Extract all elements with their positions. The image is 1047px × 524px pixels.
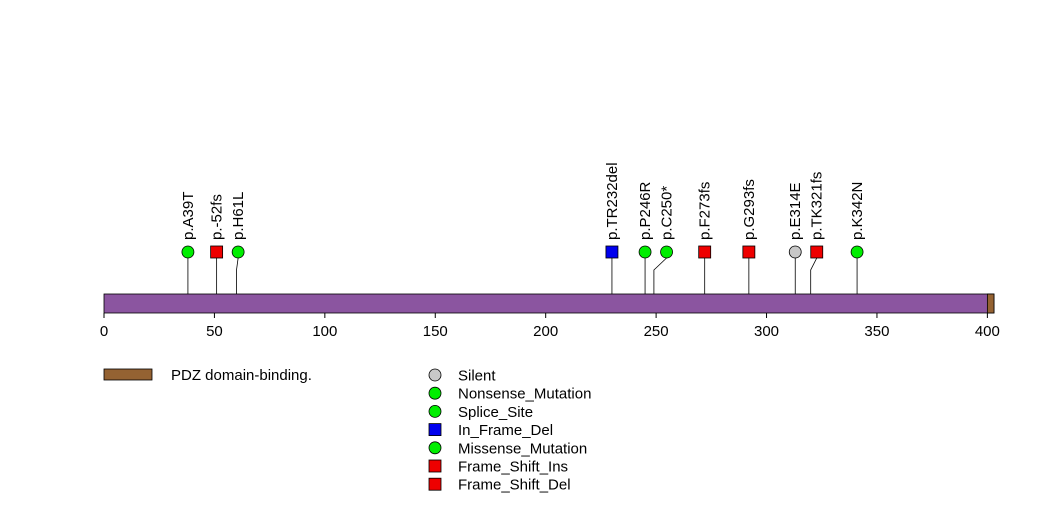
legend-marker-in-frame-del: [428, 423, 442, 437]
x-axis: 0 50 100 150 200 250 300 350 400: [100, 313, 1000, 340]
mutation-label-pK342N: p.K342N: [849, 182, 866, 240]
mutation-type-legend: SilentNonsense_MutationSplice_SiteIn_Fra…: [428, 368, 591, 494]
marker-pA39T: [181, 245, 195, 259]
mutation-label-pH61L: p.H61L: [230, 192, 247, 240]
marker-pG293fs: [742, 245, 756, 259]
marker-pF273fs: [698, 245, 712, 259]
mutation-label-pA39T: p.A39T: [180, 192, 197, 240]
domain-legend: PDZ domain-binding.: [103, 367, 312, 384]
protein-bar: [103, 293, 995, 314]
legend-label-silent: Silent: [458, 368, 496, 385]
axis-tick-label-150: 150: [423, 323, 448, 340]
domain-0: [986, 293, 995, 314]
axis-tick-label-100: 100: [312, 323, 337, 340]
legend-label-frame-shift-del: Frame_Shift_Del: [458, 477, 571, 494]
axis-tick-label-0: 0: [100, 323, 108, 340]
axis-tick-label-200: 200: [533, 323, 558, 340]
mutation-label-pF273fs: p.F273fs: [697, 182, 714, 240]
axis-tick-label-50: 50: [206, 323, 223, 340]
marker-pE314E: [788, 245, 802, 259]
domain-regions: [986, 293, 995, 314]
legend-marker-frame-shift-ins: [428, 459, 442, 473]
legend-label-splice-site: Splice_Site: [458, 404, 533, 421]
mutation-label-pTK321fs: p.TK321fs: [809, 172, 826, 240]
mutation-label-pG293fs: p.G293fs: [741, 179, 758, 240]
marker-pC250: [660, 245, 673, 259]
stem-pC250: [653, 252, 667, 294]
legend-marker-frame-shift-del: [428, 477, 442, 491]
legend-label-nonsense-mutation: Nonsense_Mutation: [458, 386, 591, 403]
lollipop-stems: [187, 252, 858, 294]
axis-tick-label-350: 350: [864, 323, 889, 340]
marker-pK342N: [850, 245, 864, 259]
mutation-label-p52fs: p.-52fs: [209, 194, 226, 240]
axis-tick-label-400: 400: [975, 323, 1000, 340]
mutation-label-pTR232del: p.TR232del: [604, 162, 621, 240]
legend-marker-missense-mutation: [428, 441, 442, 455]
legend-marker-nonsense-mutation: [428, 386, 442, 400]
legend-marker-splice-site: [428, 404, 442, 418]
marker-pH61L: [231, 245, 245, 259]
domain-legend-swatch-0: [103, 368, 153, 381]
marker-pP246R: [638, 245, 652, 259]
mutation-label-pC250: p.C250*: [659, 186, 676, 240]
legend-marker-silent: [428, 368, 442, 382]
legend-label-frame-shift-ins: Frame_Shift_Ins: [458, 459, 568, 476]
marker-pTR232del: [605, 245, 619, 259]
mutation-label-pE314E: p.E314E: [787, 182, 804, 240]
domain-legend-label-0: PDZ domain-binding.: [171, 367, 312, 384]
axis-tick-label-250: 250: [644, 323, 669, 340]
legend-label-in-frame-del: In_Frame_Del: [458, 422, 553, 439]
axis-tick-label-300: 300: [754, 323, 779, 340]
marker-pTK321fs: [810, 245, 824, 259]
legend-label-missense-mutation: Missense_Mutation: [458, 440, 587, 457]
lollipop-heads: [181, 245, 864, 259]
marker-p52fs: [210, 245, 224, 259]
mutation-label-pP246R: p.P246R: [637, 181, 654, 240]
